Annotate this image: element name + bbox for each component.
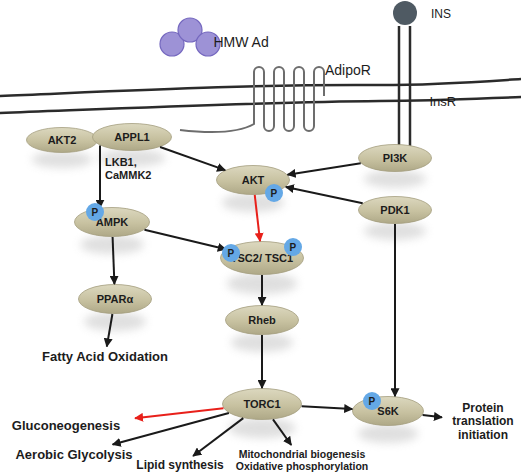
node-ellipse: [359, 145, 432, 172]
part-name: HMW Ad: [214, 34, 269, 50]
protein-ellipse: APPL1: [92, 123, 172, 151]
node-label: S6K: [377, 405, 398, 418]
protein-ellipse: TORC1: [222, 388, 302, 420]
signal-arrow: [261, 335, 263, 388]
node-label: Protein translation initiation: [445, 402, 521, 443]
node-ellipse: [79, 285, 152, 314]
signal-arrow: [160, 147, 225, 170]
phospho-circle: [86, 203, 104, 221]
phospho-mark: P: [290, 242, 297, 253]
protein-ellipse: S6K: [352, 396, 424, 426]
membrane-outer: [0, 79, 521, 96]
signal-arrow: [302, 406, 353, 409]
phospho-mark: P: [271, 188, 278, 199]
node-ellipse: [75, 208, 150, 237]
node-label: PI3K: [383, 152, 407, 165]
protein-ellipse: Rheb: [225, 305, 299, 335]
node-shadow: [32, 151, 92, 168]
signal-arrow: [288, 163, 361, 174]
node-label: Lipid synthesis: [124, 459, 236, 473]
signal-arrow: [255, 195, 260, 241]
phospho-mark: P: [228, 248, 235, 259]
node-label: TORC1: [243, 398, 280, 411]
node-label: AKT: [242, 174, 265, 187]
node-label: PPARα: [97, 293, 134, 306]
adipor-receptor: [180, 67, 324, 132]
signal-arrow: [394, 224, 396, 396]
signal-arrow: [113, 413, 229, 445]
protein-ellipse: AMPK: [74, 207, 150, 237]
signal-arrow: [193, 418, 243, 456]
signal-arrow: [261, 275, 263, 305]
node-label: TSC2/ TSC1: [231, 252, 293, 265]
phospho-mark: P: [92, 207, 99, 218]
node-label: PDK1: [380, 204, 409, 217]
phospho-mark: P: [369, 396, 376, 407]
node-label: Fatty Acid Oxidation: [17, 350, 193, 365]
outcome-text: Gluconeogenesis: [0, 419, 132, 434]
node-ellipse: [223, 389, 302, 420]
node-ellipse: [226, 306, 299, 335]
outcome-text: Protein translation initiation: [445, 402, 521, 443]
insulin-receptor: [398, 26, 401, 146]
signal-arrow: [113, 237, 115, 284]
outcome-text: Fatty Acid Oxidation: [17, 350, 193, 365]
phospho-circle: [222, 244, 240, 262]
protein-ellipse: PPARα: [78, 284, 152, 314]
signal-arrow: [144, 230, 225, 250]
signal-arrow: [135, 408, 223, 418]
insulin-receptor: [409, 26, 412, 146]
node-label: Gluconeogenesis: [0, 419, 132, 434]
phospho-circle: [265, 184, 283, 202]
outcome-text: Aerobic Glycolysis: [1, 448, 147, 463]
node-label: AKT2: [48, 134, 77, 147]
node-ellipse: [93, 124, 172, 151]
signal-arrow: [423, 415, 442, 417]
protein-ellipse: PDK1: [358, 196, 432, 224]
node-label: Mitochondrial biogenesis Oxidative phosp…: [226, 448, 378, 472]
node-shadow: [364, 170, 426, 188]
part-name: AdipoR: [325, 62, 371, 78]
node-ellipse: [359, 197, 432, 224]
phospho-circle: [363, 392, 381, 410]
outcome-text: Lipid synthesis: [124, 459, 236, 473]
signal-arrow: [286, 187, 363, 203]
node-label: Aerobic Glycolysis: [1, 448, 147, 463]
node-label: APPL1: [114, 131, 149, 144]
part-name: INS: [431, 7, 451, 21]
insulin-ball: [393, 1, 417, 25]
signal-arrow: [107, 314, 113, 347]
signal-arrow: [273, 419, 291, 445]
protein-ellipse: AKT2: [26, 127, 98, 153]
phospho-circle: [284, 238, 302, 256]
edge-label: LKB1, CaMMK2: [105, 156, 165, 182]
node-ellipse: [221, 242, 304, 275]
protein-ellipse: PI3K: [358, 144, 432, 172]
node-shadow: [84, 312, 146, 331]
part-name: InsR: [430, 94, 457, 109]
node-shadow: [358, 424, 418, 443]
signal-arrow: [99, 145, 101, 207]
outcome-text: Mitochondrial biogenesis Oxidative phosp…: [226, 448, 378, 472]
node-ellipse: [27, 128, 98, 153]
node-label: Rheb: [248, 314, 276, 327]
